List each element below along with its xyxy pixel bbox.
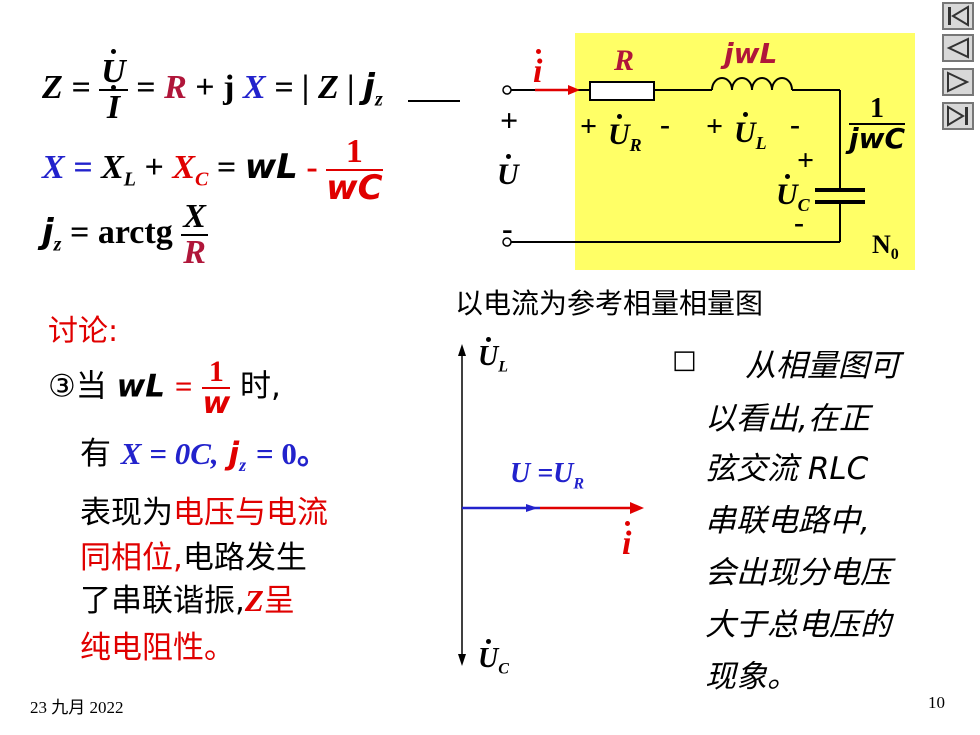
x-wl: wL	[244, 146, 298, 187]
phasor-uc: UC	[478, 639, 509, 678]
note-line-2: 以看出,在正	[705, 401, 870, 437]
discussion-line-2: 同相位,电路发生	[80, 540, 307, 576]
note-line-6: 大于总电压的	[705, 607, 891, 643]
ur-minus: -	[660, 108, 670, 141]
x-xc-sub: C	[195, 168, 209, 191]
z-fraction: U I	[99, 49, 128, 126]
phi-sub: z	[53, 233, 62, 256]
z-den: I	[106, 85, 121, 126]
z-x: X	[242, 68, 266, 106]
inductor-label: jwL	[724, 37, 778, 70]
ul-minus: -	[790, 108, 800, 141]
phi-j: j	[42, 211, 54, 252]
uc-minus: -	[794, 206, 804, 239]
x-wc: wC	[326, 168, 383, 208]
x-minus: -	[306, 148, 318, 186]
circuit-background	[575, 33, 915, 270]
z-r: R	[164, 68, 187, 106]
network-label: N0	[872, 230, 899, 264]
note-line-1: 从相量图可	[745, 348, 900, 384]
nav-last-button[interactable]	[942, 102, 974, 130]
first-icon	[948, 5, 969, 27]
z-phi: j	[363, 66, 375, 107]
phasor-title: 以电流为参考相量相量图	[455, 287, 764, 320]
phi-r: R	[183, 234, 206, 271]
prev-icon	[946, 37, 969, 59]
ur-plus: +	[580, 110, 598, 143]
z-plus-j: + j	[195, 68, 235, 106]
z-left: Z =	[42, 68, 91, 106]
phasor-diagram	[458, 344, 644, 666]
x-one: 1	[326, 135, 383, 171]
x-xl: X	[101, 148, 124, 186]
page-number: 10	[928, 693, 945, 712]
phase-formula: jz = arctg X R	[42, 200, 208, 270]
source-minus: -	[502, 210, 513, 246]
source-plus: +	[500, 102, 519, 138]
uc-label: UC	[776, 174, 810, 215]
nav-next-button[interactable]	[942, 68, 974, 96]
impedance-formula: Z = U I = R + j X = | Z | jz	[42, 49, 383, 126]
x-xc: X	[172, 148, 196, 186]
note-bullet: □	[672, 345, 697, 375]
angle-line	[408, 100, 460, 102]
x-left: X =	[42, 148, 93, 186]
note-line-3: 弦交流 RLC	[705, 451, 869, 487]
x-xl-sub: L	[123, 168, 136, 191]
discussion-heading: 讨论:	[48, 314, 119, 349]
reactance-formula: X = XL + XC = wL - 1 wC	[42, 135, 383, 205]
x-eq: =	[216, 148, 237, 186]
x-plus: +	[144, 148, 164, 186]
z-eq: =	[136, 68, 156, 106]
resonance-result: 有 X = 0C, jz = 0。	[80, 436, 328, 476]
note-line-7: 现象。	[705, 659, 798, 695]
last-icon	[947, 105, 968, 127]
z-num: U	[101, 49, 126, 90]
cap-jwc: jwC	[849, 122, 906, 155]
z-abs: = | Z |	[274, 68, 355, 106]
note-line-5: 会出现分电压	[705, 555, 891, 591]
phasor-u-ur: U =UR	[510, 458, 585, 493]
phi-eq: = arctg	[69, 213, 173, 251]
discussion-line-1: 表现为电压与电流	[80, 495, 328, 531]
footer-date: 23 九月 2022	[30, 698, 124, 717]
x-fraction: 1 wC	[326, 135, 383, 208]
nav-first-button[interactable]	[942, 2, 974, 30]
discussion-line-4: 纯电阻性。	[80, 630, 235, 666]
uc-plus: +	[797, 144, 815, 177]
circuit-diagram	[502, 77, 865, 247]
phasor-ul: UL	[478, 337, 509, 376]
capacitor-impedance: 1 jwC	[849, 95, 906, 155]
cap-one: 1	[849, 95, 906, 125]
source-voltage: U	[497, 154, 519, 191]
ul-label: UL	[734, 112, 767, 153]
phi-x: X	[181, 198, 208, 236]
discussion-line-3: 了串联谐振,Z呈	[80, 583, 295, 619]
current-label: i	[533, 49, 543, 90]
z-phi-sub: z	[374, 88, 383, 111]
ul-plus: +	[706, 110, 724, 143]
note-line-4: 串联电路中,	[705, 503, 870, 539]
next-icon	[947, 71, 970, 93]
resonance-condition: ③当 wL = 1 w 时,	[48, 355, 281, 421]
phasor-i: i	[622, 521, 632, 562]
ur-label: UR	[608, 114, 642, 155]
nav-prev-button[interactable]	[942, 34, 974, 62]
phi-fraction: X R	[181, 200, 208, 270]
resistor-label: R	[614, 44, 635, 77]
